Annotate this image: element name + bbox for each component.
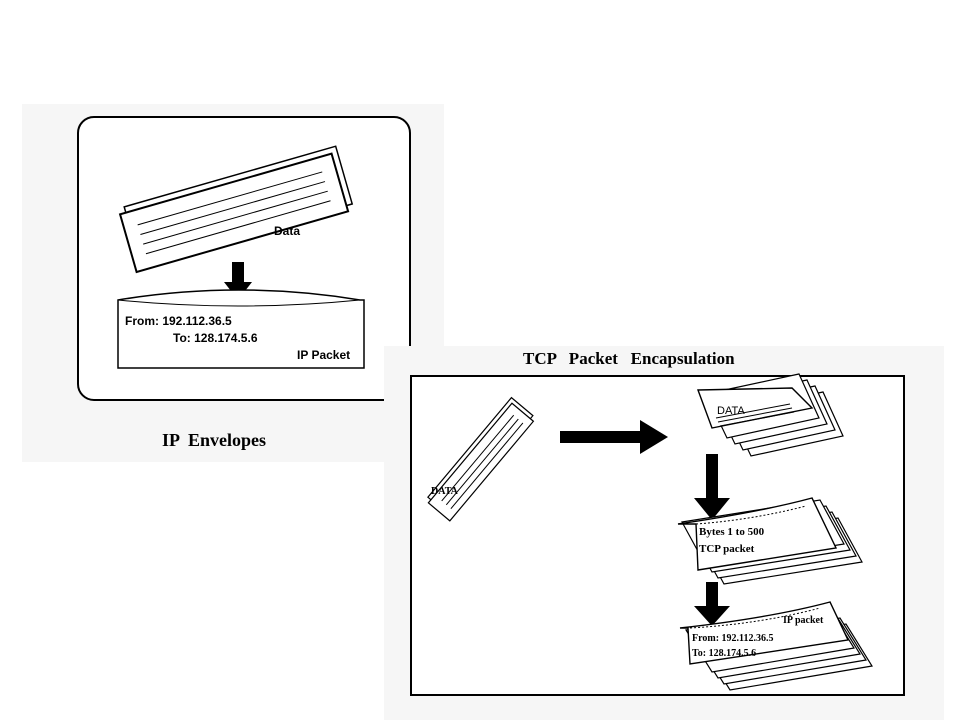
ip-packet-envelope: From: 192.112.36.5 To: 128.174.5.6 IP Pa… [117, 289, 365, 369]
ip-packet-stack-to: To: 128.174.5.6 [692, 648, 756, 659]
data-document-line [140, 181, 326, 235]
data-label: Data [274, 224, 300, 238]
tcp-packet-stack: Bytes 1 to 500 TCP packet [677, 497, 863, 585]
ip-envelopes-panel: Data From: 192.112.36.5 To: 128.174.5.6 … [22, 104, 444, 462]
ip-packet-stack-from: From: 192.112.36.5 [692, 633, 773, 644]
data-envelope-label: DATA [717, 405, 745, 417]
tcp-data-document-label: DATA [431, 486, 459, 497]
data-document-front-sheet [118, 152, 350, 274]
tcp-encapsulation-panel: TCP Packet Encapsulation DATA DAT [384, 346, 944, 720]
data-document-line [137, 171, 323, 226]
data-document-line [145, 200, 331, 255]
ip-packet-stack: IP packet From: 192.112.36.5 To: 128.174… [679, 601, 873, 691]
data-document-line [143, 190, 328, 245]
right-arrow-icon [560, 420, 668, 454]
ip-packet-to: To: 128.174.5.6 [173, 331, 258, 345]
ip-packet-label: IP Packet [297, 348, 350, 362]
tcp-data-document [427, 396, 535, 522]
ip-envelopes-caption: IP Envelopes [162, 430, 266, 450]
tcp-packet-line-1: Bytes 1 to 500 [699, 526, 765, 538]
data-envelope-stack: DATA [697, 373, 844, 457]
ip-packet-stack-label: IP packet [783, 615, 824, 626]
down-arrow-icon [694, 582, 730, 626]
data-document [118, 145, 354, 274]
tcp-packet-line-2: TCP packet [699, 543, 755, 555]
tcp-encapsulation-title: TCP Packet Encapsulation [523, 349, 735, 368]
ip-packet-from: From: 192.112.36.5 [125, 314, 232, 328]
down-arrow-icon [694, 454, 730, 520]
